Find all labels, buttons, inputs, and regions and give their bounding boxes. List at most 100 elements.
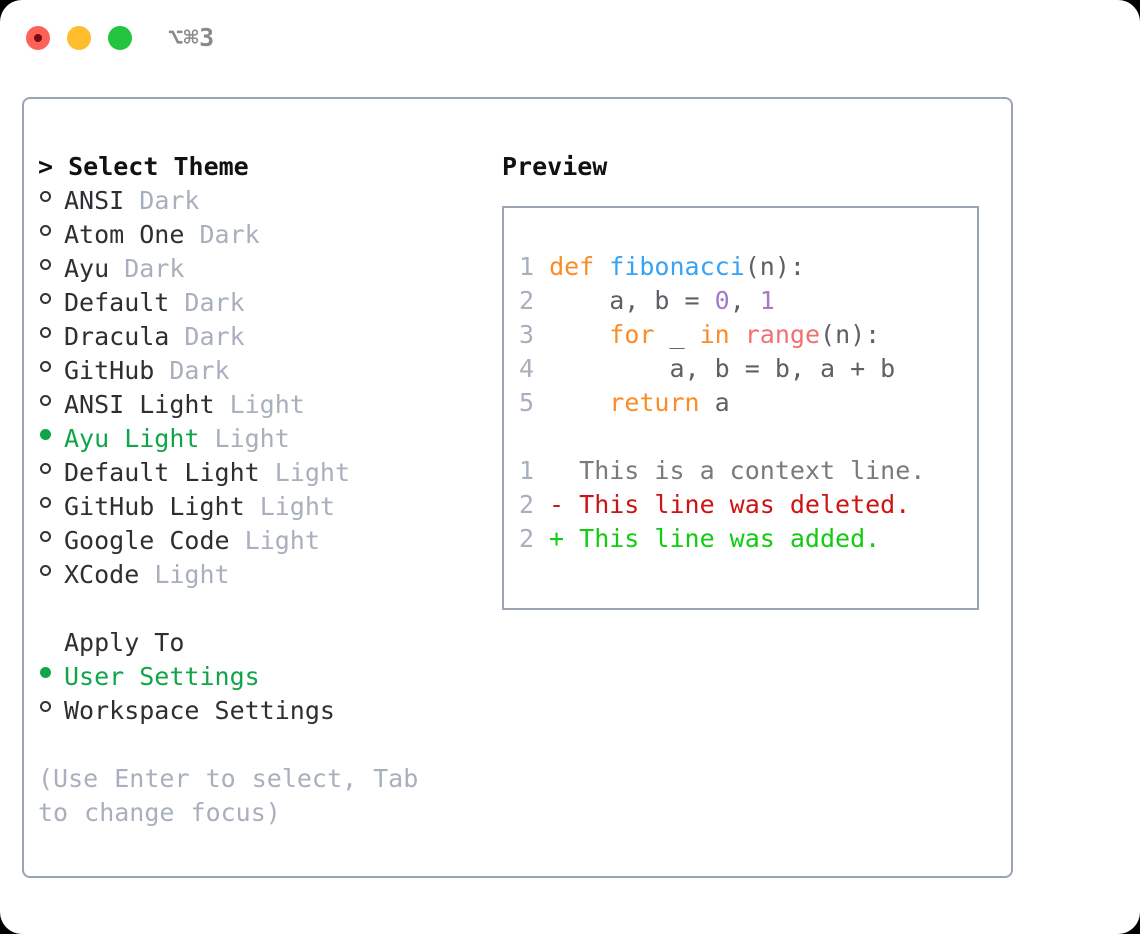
code-token: [730, 320, 745, 349]
code-token: This is a context line.: [534, 456, 926, 485]
label-badge-gap: [154, 354, 169, 388]
theme-variant-badge: Light: [259, 492, 335, 521]
theme-variant-badge: Dark: [124, 254, 185, 283]
label-badge-gap: [199, 422, 214, 456]
window-title: ⌥⌘3: [168, 23, 215, 52]
code-token: def: [549, 252, 595, 281]
theme-option-3[interactable]: Default Dark: [38, 286, 488, 320]
code-token: _: [654, 320, 700, 349]
traffic-light-group: [26, 26, 132, 50]
theme-option-label: XCode: [64, 560, 140, 589]
label-badge-gap: [245, 490, 260, 524]
theme-option-label: Dracula: [64, 322, 170, 351]
window-titlebar: ⌥⌘3: [0, 0, 1140, 78]
theme-option-label: ANSI: [64, 186, 125, 215]
code-token: a, b = b, a + b: [534, 354, 896, 383]
line-number: 2: [518, 490, 534, 519]
column-spacer: [38, 592, 488, 626]
code-line: 5 return a: [518, 386, 925, 420]
theme-variant-badge: Light: [244, 526, 320, 555]
keyboard-hint-text: (Use Enter to select, Tab to change focu…: [38, 764, 419, 827]
line-number: 1: [518, 252, 534, 281]
theme-option-label: Ayu: [64, 254, 110, 283]
theme-option-label: Default Light: [64, 458, 260, 487]
theme-option-0[interactable]: ANSI Dark: [38, 184, 488, 218]
select-theme-header: > Select Theme: [38, 152, 249, 181]
line-number: 4: [518, 354, 534, 383]
code-line: 1 def fibonacci(n):: [518, 250, 925, 284]
line-number: 5: [518, 388, 534, 417]
maximize-button[interactable]: [108, 26, 132, 50]
theme-option-label: GitHub Light: [64, 492, 245, 521]
hint-spacer: [38, 728, 488, 762]
code-token: a: [699, 388, 730, 417]
code-token: fibonacci: [609, 252, 745, 281]
theme-option-4[interactable]: Dracula Dark: [38, 320, 488, 354]
code-line: 1 This is a context line.: [518, 454, 925, 488]
theme-option-1[interactable]: Atom One Dark: [38, 218, 488, 252]
code-token: for: [609, 320, 655, 349]
theme-option-7[interactable]: Ayu Light Light: [38, 422, 488, 456]
theme-option-label: Google Code: [64, 526, 230, 555]
code-token: [534, 422, 549, 451]
theme-option-label: Default: [64, 288, 170, 317]
theme-variant-badge: Dark: [199, 220, 260, 249]
theme-option-label: Ayu Light: [64, 424, 200, 453]
line-number: 2: [518, 286, 534, 315]
code-token: in: [699, 320, 730, 349]
code-line: 2 + This line was added.: [518, 522, 925, 556]
theme-option-5[interactable]: GitHub Dark: [38, 354, 488, 388]
theme-option-11[interactable]: XCode Light: [38, 558, 488, 592]
code-token: (n):: [744, 252, 805, 281]
label-badge-gap: [215, 388, 230, 422]
code-token: 0: [714, 286, 730, 315]
theme-variant-badge: Dark: [184, 322, 245, 351]
theme-variant-badge: Light: [229, 390, 305, 419]
theme-variant-badge: Light: [274, 458, 350, 487]
label-badge-gap: [139, 558, 154, 592]
label-badge-gap: [109, 252, 124, 286]
theme-variant-badge: Dark: [139, 186, 200, 215]
apply-option-0[interactable]: User Settings: [38, 660, 488, 694]
close-button[interactable]: [26, 26, 50, 50]
theme-variant-badge: Light: [154, 560, 230, 589]
preview-header: Preview: [502, 152, 608, 181]
label-badge-gap: [169, 320, 184, 354]
theme-option-label: Atom One: [64, 220, 185, 249]
theme-option-10[interactable]: Google Code Light: [38, 524, 488, 558]
theme-option-6[interactable]: ANSI Light Light: [38, 388, 488, 422]
label-badge-gap: [260, 456, 275, 490]
code-token: [534, 320, 609, 349]
line-number: 2: [518, 524, 534, 553]
theme-variant-badge: Light: [214, 424, 290, 453]
line-number: 3: [518, 320, 534, 349]
code-line: 4 a, b = b, a + b: [518, 352, 925, 386]
theme-option-9[interactable]: GitHub Light Light: [38, 490, 488, 524]
label-badge-gap: [230, 524, 245, 558]
apply-option-label: Workspace Settings: [64, 696, 335, 725]
code-token: [534, 252, 549, 281]
apply-option-1[interactable]: Workspace Settings: [38, 694, 488, 728]
line-number: 1: [518, 456, 534, 485]
theme-option-label: ANSI Light: [64, 390, 215, 419]
code-token: ,: [729, 286, 760, 315]
code-line: 2 a, b = 0, 1: [518, 284, 925, 318]
minimize-button[interactable]: [67, 26, 91, 50]
code-token: [594, 252, 609, 281]
theme-option-8[interactable]: Default Light Light: [38, 456, 488, 490]
label-badge-gap: [169, 286, 184, 320]
code-token: (n):: [820, 320, 881, 349]
code-token: 1: [759, 286, 775, 315]
code-line: 2 - This line was deleted.: [518, 488, 925, 522]
theme-option-label: GitHub: [64, 356, 155, 385]
code-line: [518, 420, 925, 454]
code-token: range: [744, 320, 821, 349]
theme-option-2[interactable]: Ayu Dark: [38, 252, 488, 286]
preview-column: Preview 1 def fibonacci(n):2 a, b = 0, 1…: [502, 150, 1002, 610]
apply-option-label: User Settings: [64, 662, 260, 691]
